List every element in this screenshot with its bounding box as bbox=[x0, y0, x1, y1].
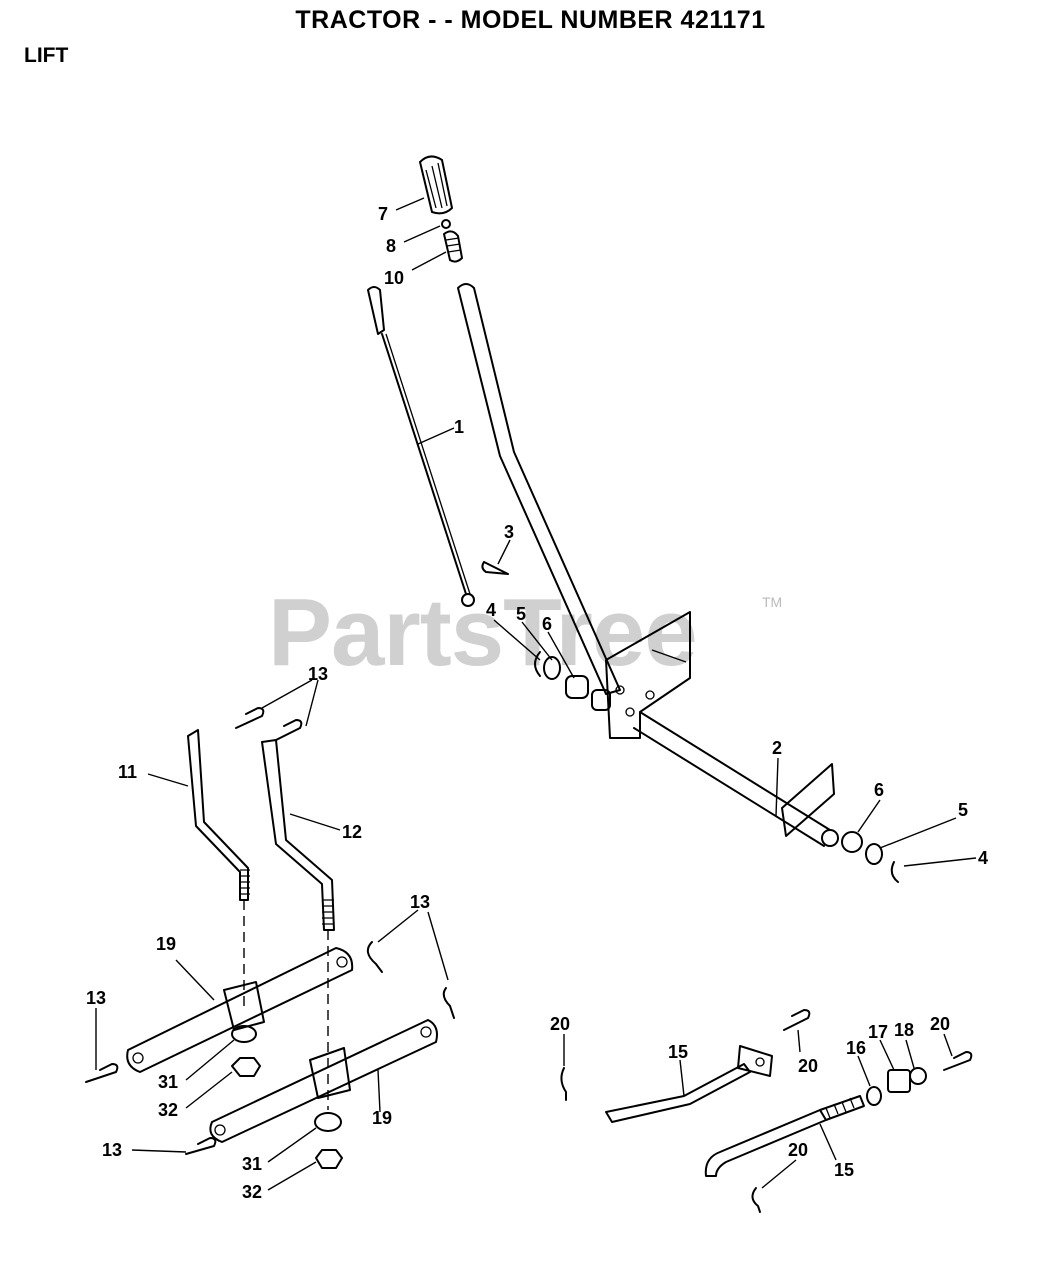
part-washers-nuts bbox=[231, 1025, 343, 1169]
callout-13-left: 13 bbox=[86, 988, 106, 1008]
page-title: TRACTOR - - MODEL NUMBER 421171 bbox=[295, 6, 766, 34]
callout-15-upper: 15 bbox=[668, 1042, 688, 1062]
callout-11: 11 bbox=[118, 762, 137, 782]
callout-18: 18 bbox=[894, 1020, 914, 1040]
callout-31-upper: 31 bbox=[158, 1072, 178, 1092]
callout-20-right: 20 bbox=[930, 1014, 950, 1034]
callout-20-mid: 20 bbox=[798, 1056, 818, 1076]
callout-6-left: 6 bbox=[542, 614, 552, 634]
callout-12: 12 bbox=[342, 822, 362, 842]
part-adjust-hardware bbox=[866, 1067, 927, 1106]
part-pin bbox=[481, 561, 509, 575]
callout-16: 16 bbox=[846, 1038, 866, 1058]
part-lift-shaft bbox=[605, 611, 839, 847]
part-lower-link-lower bbox=[704, 1095, 865, 1177]
part-release-rod bbox=[367, 286, 475, 607]
part-spring bbox=[443, 230, 463, 263]
part-ball bbox=[441, 219, 451, 229]
callout-13-top: 13 bbox=[308, 664, 328, 684]
part-clips-20 bbox=[560, 1009, 973, 1213]
part-hairpin-clips bbox=[85, 707, 455, 1155]
part-lift-link-11 bbox=[187, 729, 250, 901]
callout-labels: 7 8 10 1 3 4 5 6 2 6 5 4 13 11 12 13 19 … bbox=[86, 204, 988, 1202]
part-lower-link-upper bbox=[605, 1045, 773, 1123]
section-label: LIFT bbox=[24, 44, 69, 67]
callout-7: 7 bbox=[378, 204, 388, 224]
part-lift-handle bbox=[457, 283, 621, 695]
callout-10: 10 bbox=[384, 268, 404, 288]
callout-2: 2 bbox=[772, 738, 782, 758]
part-right-bushings bbox=[841, 831, 899, 883]
callout-32-lower: 32 bbox=[242, 1182, 262, 1202]
callout-20-bottom: 20 bbox=[788, 1140, 808, 1160]
part-lift-arm-lower bbox=[209, 1019, 438, 1143]
part-lift-arm-upper bbox=[126, 947, 354, 1073]
callout-19-upper: 19 bbox=[156, 934, 176, 954]
callout-5-right: 5 bbox=[958, 800, 968, 820]
leader-lines bbox=[95, 197, 977, 1191]
watermark: PartsTree bbox=[268, 579, 698, 686]
callout-17: 17 bbox=[868, 1022, 888, 1042]
callout-8: 8 bbox=[386, 236, 396, 256]
callout-32-upper: 32 bbox=[158, 1100, 178, 1120]
watermark-trademark: TM bbox=[762, 594, 783, 610]
callout-31-lower: 31 bbox=[242, 1154, 262, 1174]
callout-19-lower: 19 bbox=[372, 1108, 392, 1128]
callout-1: 1 bbox=[454, 417, 464, 437]
callout-4-right: 4 bbox=[978, 848, 988, 868]
callout-13-right: 13 bbox=[410, 892, 430, 912]
callout-4-left: 4 bbox=[486, 600, 496, 620]
part-lift-link-12 bbox=[261, 739, 335, 931]
callout-15-lower: 15 bbox=[834, 1160, 854, 1180]
part-left-bushings bbox=[534, 651, 611, 711]
callout-13-bottom: 13 bbox=[102, 1140, 122, 1160]
callout-6-right: 6 bbox=[874, 780, 884, 800]
part-handle-grip bbox=[419, 155, 453, 215]
callout-3: 3 bbox=[504, 522, 514, 542]
callout-5-left: 5 bbox=[516, 604, 526, 624]
callout-20-left: 20 bbox=[550, 1014, 570, 1034]
